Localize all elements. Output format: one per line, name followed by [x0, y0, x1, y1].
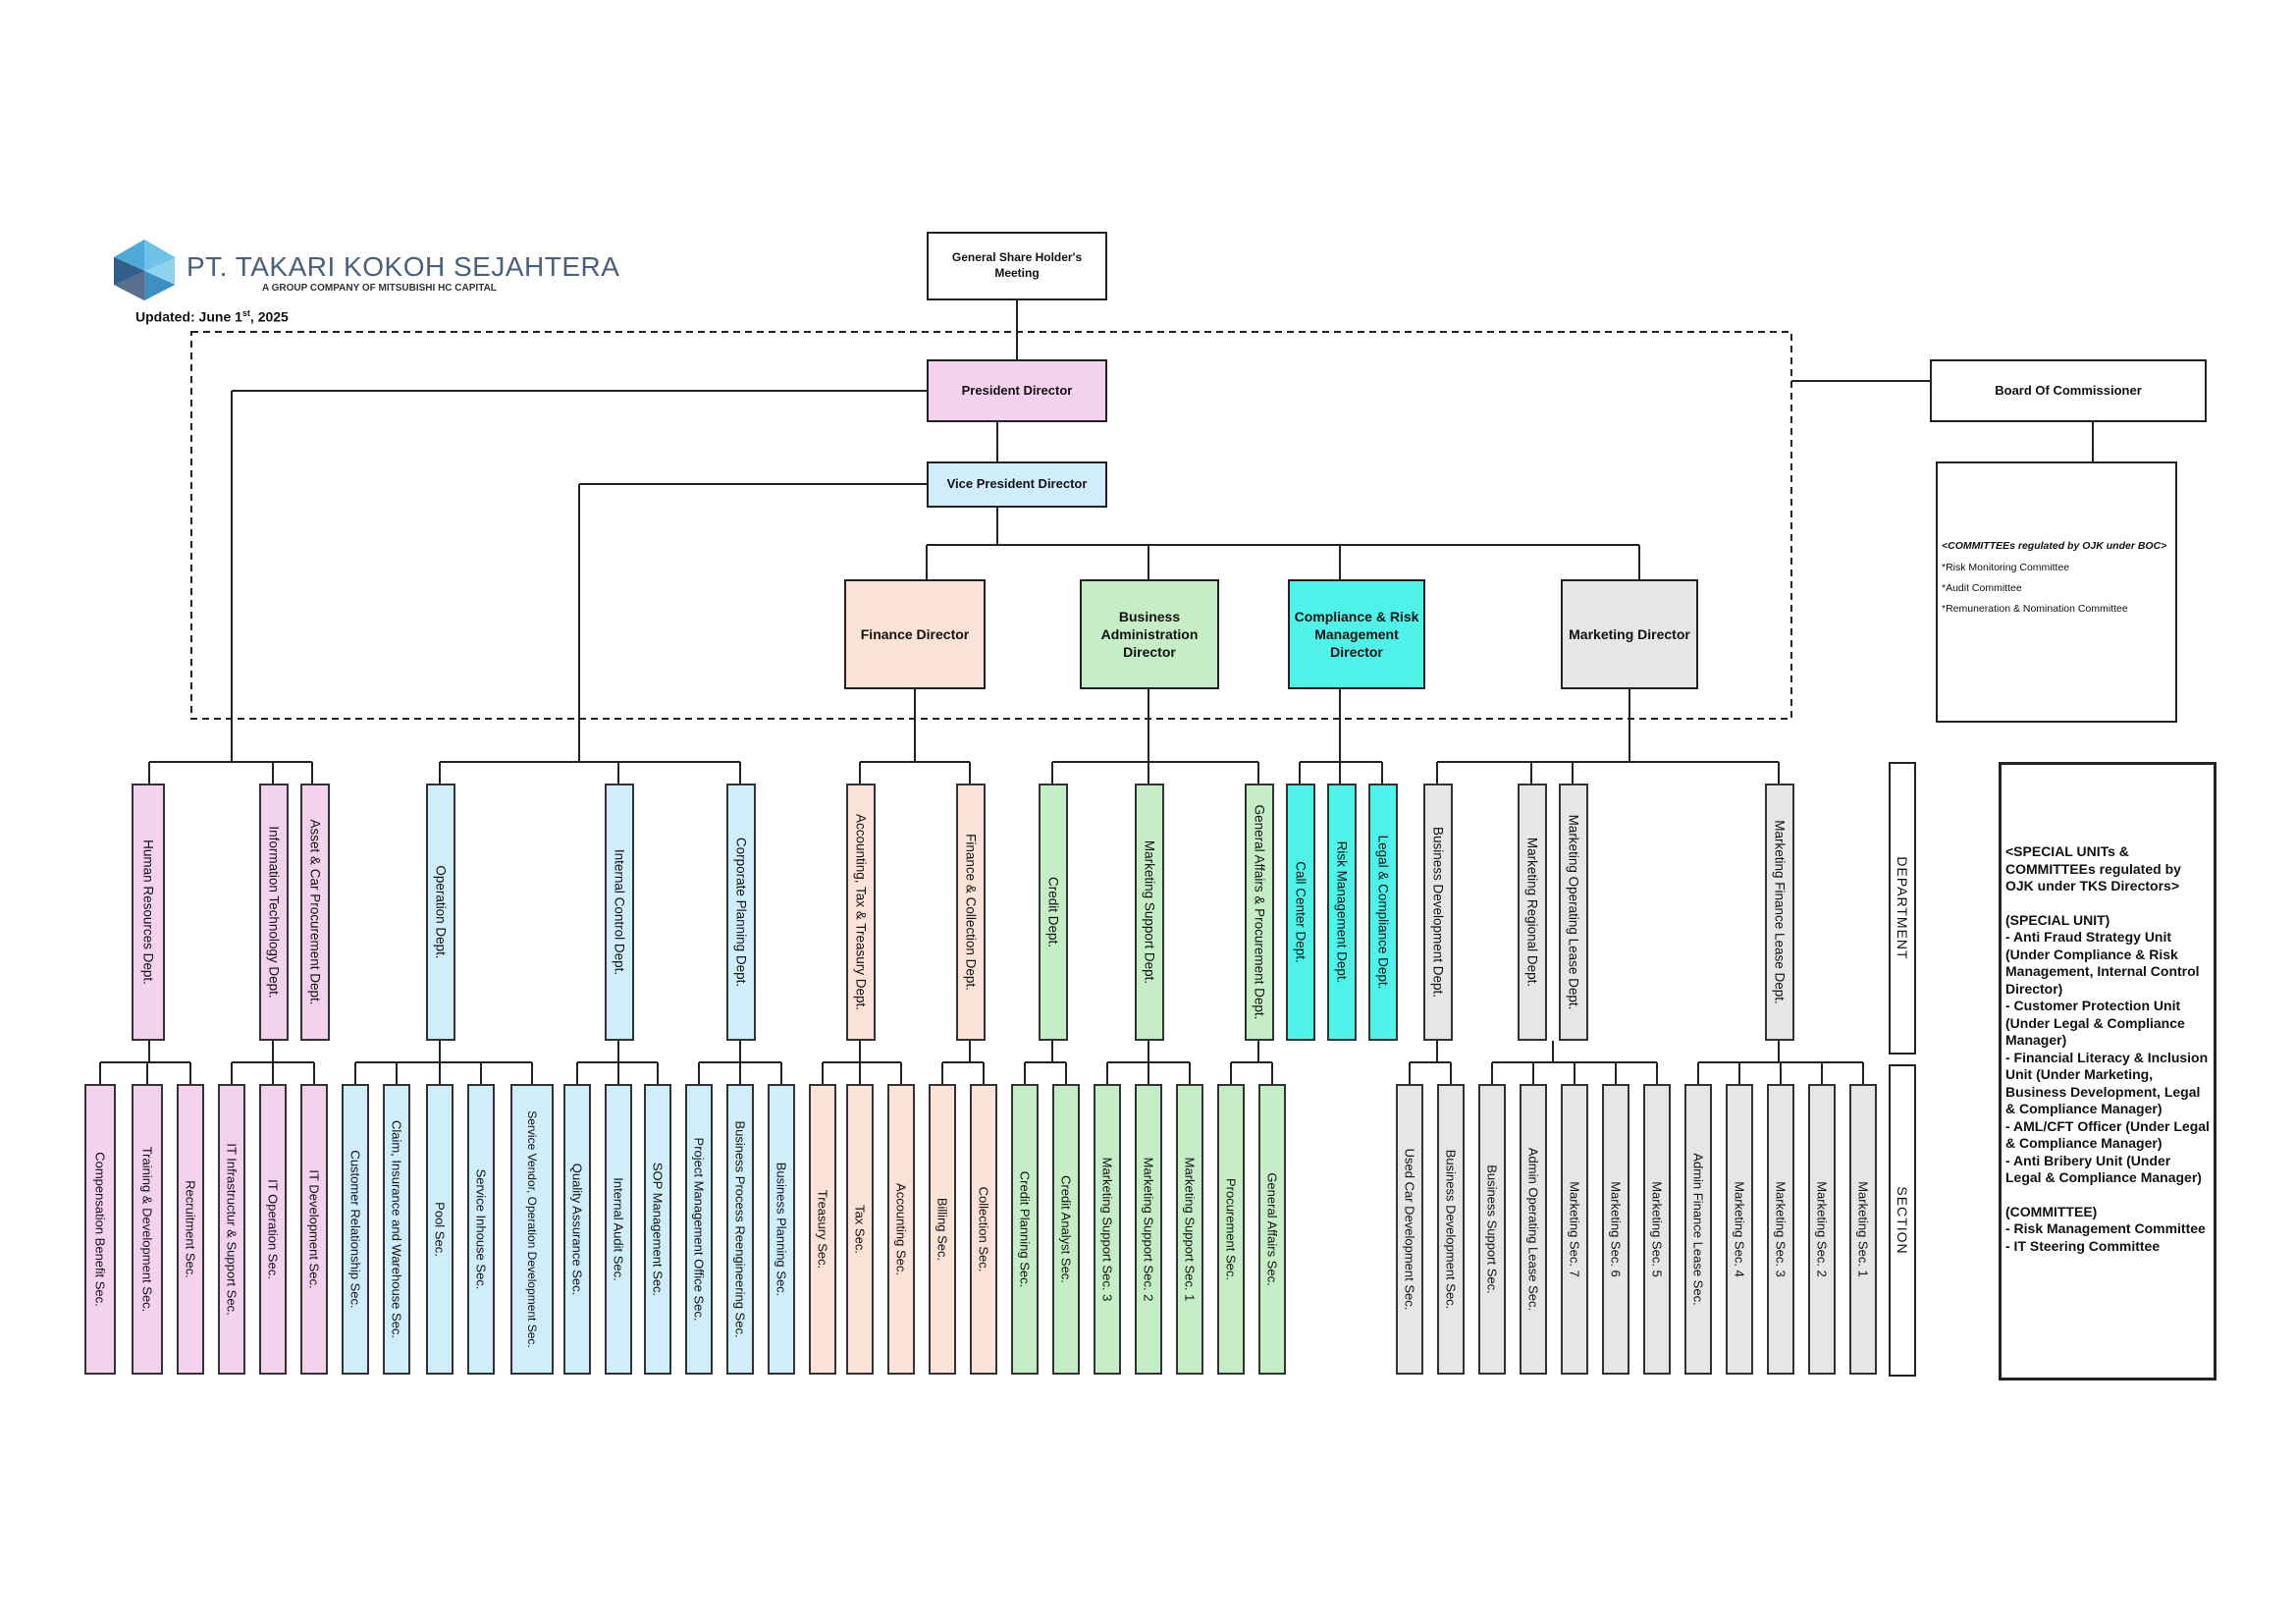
- compliance-risk-management-director-box: Compliance & Risk Management Director: [1288, 579, 1425, 689]
- section-credit-planning: Credit Planning Sec.: [1011, 1084, 1039, 1375]
- boc-committee-item: *Audit Committee: [1942, 582, 2022, 594]
- special-units-box: <SPECIAL UNITs & COMMITTEEs regulated by…: [1999, 762, 2216, 1380]
- dept-risk-management: Risk Management Dept.: [1327, 784, 1357, 1041]
- vice-president-director-box: Vice President Director: [927, 461, 1107, 508]
- section-recruitment: Recruitment Sec.: [177, 1084, 204, 1375]
- department-row-label: DEPARTMENT: [1889, 762, 1916, 1055]
- dept-operation: Operation Dept.: [426, 784, 455, 1041]
- dept-asset-car-procurement: Asset & Car Procurement Dept.: [300, 784, 330, 1041]
- section-marketing-6: Marketing Sec. 6: [1602, 1084, 1629, 1375]
- dept-human-resources: Human Resources Dept.: [132, 784, 165, 1041]
- finance-director-box: Finance Director: [844, 579, 986, 689]
- section-pool: Pool Sec.: [426, 1084, 454, 1375]
- boc-committee-item: *Remuneration & Nomination Committee: [1942, 603, 2128, 615]
- dept-finance-collection: Finance & Collection Dept.: [956, 784, 986, 1041]
- company-name: PT. TAKARI KOKOH SEJAHTERA: [187, 251, 620, 282]
- section-service-inhouse: Service Inhouse Sec.: [467, 1084, 495, 1375]
- section-billing: Billing Sec.: [929, 1084, 956, 1375]
- section-internal-audit: Internal Audit Sec.: [605, 1084, 632, 1375]
- section-marketing-support-3: Marketing Support Sec. 3: [1094, 1084, 1121, 1375]
- section-customer-relationship: Customer Relationship Sec.: [342, 1084, 369, 1375]
- section-business-process-reengineering: Business Process Reengineering Sec.: [726, 1084, 754, 1375]
- company-logo-icon: [114, 240, 175, 300]
- board-of-commissioner-box: Board Of Commissioner: [1930, 359, 2207, 422]
- section-general-affairs: General Affairs Sec.: [1258, 1084, 1286, 1375]
- section-it-development: IT Development Sec.: [300, 1084, 328, 1375]
- dept-legal-compliance: Legal & Compliance Dept.: [1368, 784, 1398, 1041]
- section-marketing-3: Marketing Sec. 3: [1767, 1084, 1794, 1375]
- special-units-heading: <SPECIAL UNITs & COMMITTEEs regulated by…: [2005, 843, 2181, 893]
- special-unit-item: - Financial Literacy & Inclusion Unit (U…: [2005, 1049, 2209, 1117]
- section-business-support: Business Support Sec.: [1478, 1084, 1506, 1375]
- section-marketing-5: Marketing Sec. 5: [1643, 1084, 1671, 1375]
- boc-committees-heading: <COMMITTEEs regulated by OJK under BOC>: [1942, 540, 2167, 552]
- dept-internal-control: Internal Control Dept.: [605, 784, 634, 1041]
- dept-marketing-support: Marketing Support Dept.: [1135, 784, 1164, 1041]
- section-marketing-1: Marketing Sec. 1: [1849, 1084, 1877, 1375]
- dept-corporate-planning: Corporate Planning Dept.: [726, 784, 756, 1041]
- dept-business-development: Business Development Dept.: [1423, 784, 1453, 1041]
- section-admin-finance-lease: Admin Finance Lease Sec.: [1684, 1084, 1712, 1375]
- business-administration-director-box: Business Administration Director: [1080, 579, 1219, 689]
- section-it-infrastructure-support: IT Infrastructur & Support Sec.: [218, 1084, 245, 1375]
- section-claim-insurance-warehouse: Claim, Insurance and Warehouse Sec.: [383, 1084, 410, 1375]
- marketing-director-box: Marketing Director: [1561, 579, 1698, 689]
- section-admin-operating-lease: Admin Operating Lease Sec.: [1520, 1084, 1547, 1375]
- boc-committees-box: <COMMITTEEs regulated by OJK under BOC> …: [1936, 461, 2177, 723]
- dept-marketing-operating-lease: Marketing Operating Lease Dept.: [1559, 784, 1588, 1041]
- committee-item: - Risk Management Committee: [2005, 1220, 2206, 1236]
- general-shareholders-meeting-box: General Share Holder's Meeting: [927, 232, 1107, 300]
- section-tax: Tax Sec.: [846, 1084, 874, 1375]
- dept-general-affairs-procurement: General Affairs & Procurement Dept.: [1245, 784, 1274, 1041]
- special-unit-item: - AML/CFT Officer (Under Legal & Complia…: [2005, 1117, 2210, 1152]
- section-accounting: Accounting Sec.: [887, 1084, 915, 1375]
- dept-credit: Credit Dept.: [1039, 784, 1068, 1041]
- section-business-planning: Business Planning Sec.: [768, 1084, 795, 1375]
- section-compensation-benefit: Compensation Benefit Sec.: [84, 1084, 116, 1375]
- section-business-development: Business Development Sec.: [1437, 1084, 1465, 1375]
- president-director-box: President Director: [927, 359, 1107, 422]
- special-unit-heading: (SPECIAL UNIT): [2005, 911, 2110, 928]
- company-subtitle: A GROUP COMPANY OF MITSUBISHI HC CAPITAL: [262, 283, 497, 294]
- section-treasury: Treasury Sec.: [809, 1084, 836, 1375]
- section-service-vendor-operation-development: Service Vendor, Operation Development Se…: [510, 1084, 554, 1375]
- dept-accounting-tax-treasury: Accounting, Tax & Treasury Dept.: [846, 784, 876, 1041]
- section-used-car-development: Used Car Development Sec.: [1396, 1084, 1423, 1375]
- special-unit-item: - Anti Fraud Strategy Unit (Under Compli…: [2005, 929, 2200, 997]
- section-it-operation: IT Operation Sec.: [259, 1084, 287, 1375]
- dept-marketing-finance-lease: Marketing Finance Lease Dept.: [1765, 784, 1794, 1041]
- section-credit-analyst: Credit Analyst Sec.: [1052, 1084, 1080, 1375]
- section-marketing-support-1: Marketing Support Sec. 1: [1176, 1084, 1203, 1375]
- section-collection: Collection Sec.: [970, 1084, 997, 1375]
- updated-date: Updated: June 1st, 2025: [135, 308, 289, 325]
- section-procurement: Procurement Sec.: [1217, 1084, 1245, 1375]
- dept-call-center: Call Center Dept.: [1286, 784, 1315, 1041]
- section-marketing-4: Marketing Sec. 4: [1726, 1084, 1753, 1375]
- section-row-label: SECTION: [1889, 1064, 1916, 1377]
- section-training-development: Training & Development Sec.: [132, 1084, 163, 1375]
- committee-heading: (COMMITTEE): [2005, 1203, 2098, 1219]
- section-marketing-7: Marketing Sec. 7: [1561, 1084, 1588, 1375]
- dept-information-technology: Information Technology Dept.: [259, 784, 289, 1041]
- section-quality-assurance: Quality Assurance Sec.: [563, 1084, 591, 1375]
- section-marketing-support-2: Marketing Support Sec. 2: [1135, 1084, 1162, 1375]
- special-unit-item: - Customer Protection Unit (Under Legal …: [2005, 998, 2185, 1048]
- section-sop-management: SOP Management Sec.: [644, 1084, 671, 1375]
- special-unit-item: - Anti Bribery Unit (Under Legal & Compl…: [2005, 1152, 2202, 1186]
- committee-item: - IT Steering Committee: [2005, 1237, 2161, 1254]
- section-project-management-office: Project Management Office Sec.: [685, 1084, 713, 1375]
- boc-committee-item: *Risk Monitoring Committee: [1942, 562, 2070, 573]
- dept-marketing-regional: Marketing Regional Dept.: [1518, 784, 1547, 1041]
- section-marketing-2: Marketing Sec. 2: [1808, 1084, 1836, 1375]
